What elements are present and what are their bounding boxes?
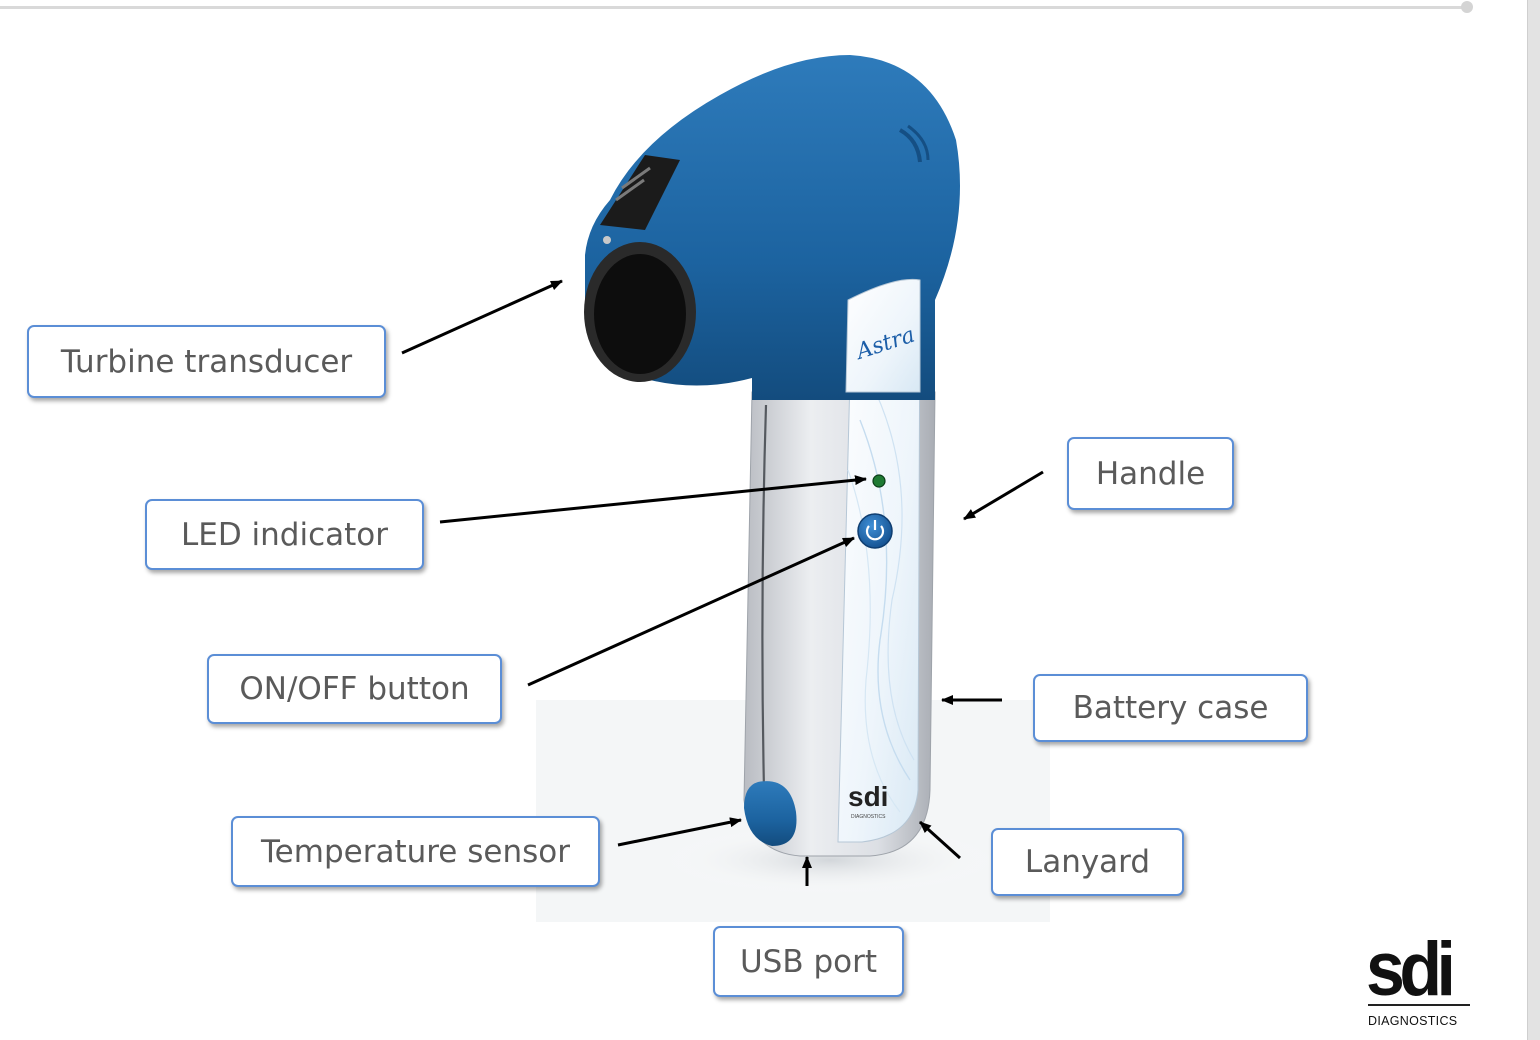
arrow-turbine-transducer (402, 281, 562, 353)
label-battery-case: Battery case (1033, 674, 1308, 742)
logo-mark: sdi (1366, 926, 1450, 1013)
label-led-indicator: LED indicator (145, 499, 424, 570)
label-temperature-sensor: Temperature sensor (231, 816, 600, 887)
label-on-off-button: ON/OFF button (207, 654, 502, 724)
label-turbine-transducer: Turbine transducer (27, 325, 386, 398)
logo-subtitle: DIAGNOSTICS (1368, 1014, 1457, 1028)
arrow-temperature-sensor (618, 820, 741, 845)
arrow-led-indicator (440, 479, 866, 522)
sdi-diagnostics-logo: sdi DIAGNOSTICS (1364, 932, 1474, 1032)
arrow-on-off-button (528, 538, 854, 685)
label-lanyard: Lanyard (991, 828, 1184, 896)
arrow-lanyard (920, 822, 960, 858)
label-handle: Handle (1067, 437, 1234, 510)
arrow-handle (964, 472, 1043, 519)
label-usb-port: USB port (713, 926, 904, 997)
logo-rule (1368, 1004, 1470, 1006)
